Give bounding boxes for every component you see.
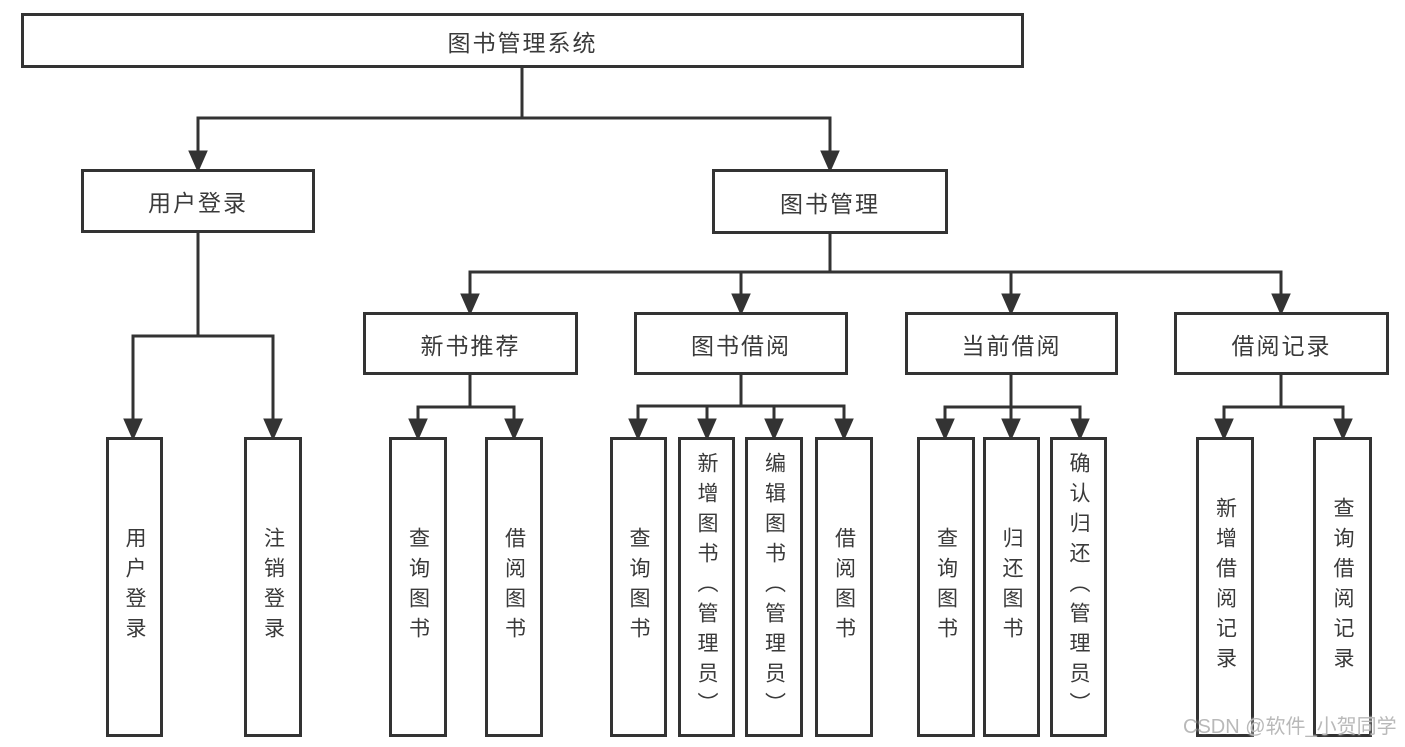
csdn-watermark: CSDN @软件_小贺同学: [1183, 716, 1397, 738]
connector-book-management-to-level3: [460, 232, 1291, 316]
leaf-add-book-admin: 新增图书（管理员）: [678, 437, 735, 737]
arrow-down-icon: [188, 150, 208, 173]
node-book-borrow: 图书借阅: [634, 312, 848, 375]
connector-user-login-children: [123, 231, 283, 441]
arrow-down-icon: [1001, 293, 1021, 316]
arrow-down-icon: [820, 150, 840, 173]
node-label: 图书管理系统: [447, 29, 598, 56]
node-label: 确认归还（管理员）: [1067, 452, 1090, 722]
arrow-down-icon: [697, 418, 717, 441]
arrow-down-icon: [1001, 418, 1021, 441]
arrow-down-icon: [1070, 418, 1090, 441]
leaf-borrow-query-book: 查询图书: [610, 437, 667, 737]
arrow-down-icon: [460, 293, 480, 316]
leaf-return-book: 归还图书: [983, 437, 1040, 737]
connector-current-borrow-children: [935, 373, 1090, 441]
node-borrow-records: 借阅记录: [1174, 312, 1389, 375]
node-label: 用户登录: [148, 190, 248, 216]
node-label: 借阅图书: [502, 527, 526, 647]
arrow-down-icon: [504, 418, 524, 441]
connector-root-to-level2: [188, 66, 840, 173]
node-label: 新书推荐: [420, 332, 521, 359]
arrow-down-icon: [263, 418, 283, 441]
connector-new-book-recommend-children: [408, 373, 524, 441]
node-book-management: 图书管理: [712, 169, 948, 234]
connector-borrow-records-children: [1214, 373, 1353, 441]
leaf-user-login: 用户登录: [106, 437, 163, 737]
node-label: 查询图书: [406, 527, 430, 647]
node-label: 查询借阅记录: [1331, 497, 1354, 677]
node-new-book-recommend: 新书推荐: [363, 312, 578, 375]
node-user-login: 用户登录: [81, 169, 315, 233]
leaf-logout: 注销登录: [244, 437, 302, 737]
arrow-down-icon: [764, 418, 784, 441]
node-root-library-system: 图书管理系统: [21, 13, 1024, 68]
node-label: 编辑图书（管理员）: [762, 452, 786, 722]
arrow-down-icon: [1333, 418, 1353, 441]
arrow-down-icon: [123, 418, 143, 441]
node-label: 新增借阅记录: [1213, 497, 1237, 677]
leaf-current-query-book: 查询图书: [917, 437, 975, 737]
node-label: 归还图书: [1000, 527, 1023, 647]
leaf-newrec-borrow-book: 借阅图书: [485, 437, 543, 737]
arrow-down-icon: [1271, 293, 1291, 316]
node-label: 图书管理: [780, 190, 880, 217]
arrow-down-icon: [834, 418, 854, 441]
node-current-borrow: 当前借阅: [905, 312, 1118, 375]
connector-book-borrow-children: [628, 373, 854, 441]
node-label: 注销登录: [261, 527, 285, 647]
arrow-down-icon: [1214, 418, 1234, 441]
leaf-borrow-book: 借阅图书: [815, 437, 873, 737]
node-label: 借阅图书: [832, 527, 856, 647]
leaf-confirm-return-admin: 确认归还（管理员）: [1050, 437, 1107, 737]
node-label: 查询图书: [934, 527, 958, 647]
leaf-query-borrow-record: 查询借阅记录: [1313, 437, 1372, 737]
node-label: 新增图书（管理员）: [695, 452, 718, 722]
arrow-down-icon: [408, 418, 428, 441]
arrow-down-icon: [935, 418, 955, 441]
leaf-edit-book-admin: 编辑图书（管理员）: [745, 437, 803, 737]
node-label: 借阅记录: [1231, 332, 1332, 359]
node-label: 图书借阅: [691, 332, 791, 359]
node-label: 当前借阅: [961, 332, 1062, 359]
leaf-add-borrow-record: 新增借阅记录: [1196, 437, 1254, 737]
node-label: 用户登录: [123, 527, 146, 647]
arrow-down-icon: [628, 418, 648, 441]
node-label: 查询图书: [627, 527, 650, 647]
leaf-newrec-query-book: 查询图书: [389, 437, 447, 737]
arrow-down-icon: [731, 293, 751, 316]
